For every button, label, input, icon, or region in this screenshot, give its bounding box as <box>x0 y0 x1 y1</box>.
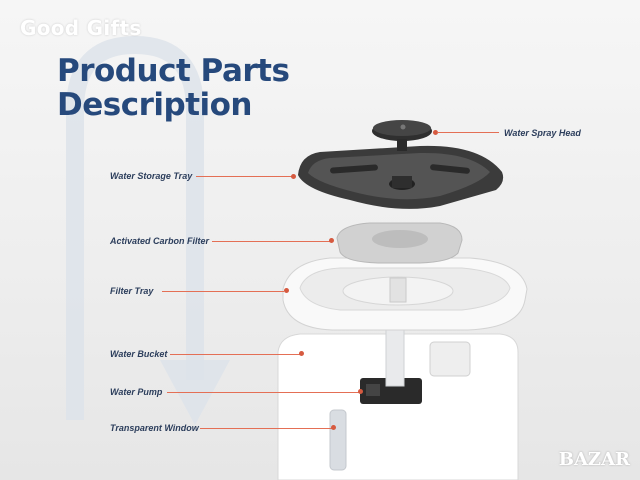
carbon-filter-leader-line <box>212 241 330 242</box>
water-pump-shape <box>360 378 422 404</box>
storage-tray-leader-line <box>196 176 292 177</box>
watermark-text: Good Gifts <box>20 16 142 40</box>
label-activated-carbon-filter: Activated Carbon Filter <box>110 236 210 246</box>
bucket-leader-dot <box>299 351 304 356</box>
spray-head-leader-line <box>437 132 499 133</box>
water-bucket-shape <box>277 333 519 480</box>
pump-leader-line <box>167 392 359 393</box>
label-water-storage-tray: Water Storage Tray <box>110 171 193 181</box>
bucket-leader-line <box>170 354 300 355</box>
filter-tray-shape <box>282 257 528 331</box>
background-arrow-graphic <box>66 35 204 420</box>
title-line-2: Description <box>57 87 253 123</box>
label-water-bucket: Water Bucket <box>110 349 168 359</box>
page-title: Product Parts Description <box>57 53 290 123</box>
water-spray-head-shape <box>372 120 432 151</box>
window-leader-dot <box>331 425 336 430</box>
bazar-logo-watermark: BAZAR <box>558 449 630 470</box>
window-leader-line <box>200 428 332 429</box>
filter-tray-leader-dot <box>284 288 289 293</box>
carbon-filter-shape <box>336 222 463 264</box>
pump-leader-dot <box>358 389 363 394</box>
label-water-pump: Water Pump <box>110 387 163 397</box>
storage-tray-leader-dot <box>291 174 296 179</box>
filter-tray-leader-line <box>162 291 284 292</box>
spray-head-leader-dot <box>433 130 438 135</box>
label-water-spray-head: Water Spray Head <box>504 128 581 138</box>
title-line-1: Product Parts <box>57 53 290 89</box>
label-transparent-window: Transparent Window <box>110 423 199 433</box>
water-storage-tray-shape <box>298 145 504 209</box>
label-filter-tray: Filter Tray <box>110 286 154 296</box>
carbon-filter-leader-dot <box>329 238 334 243</box>
